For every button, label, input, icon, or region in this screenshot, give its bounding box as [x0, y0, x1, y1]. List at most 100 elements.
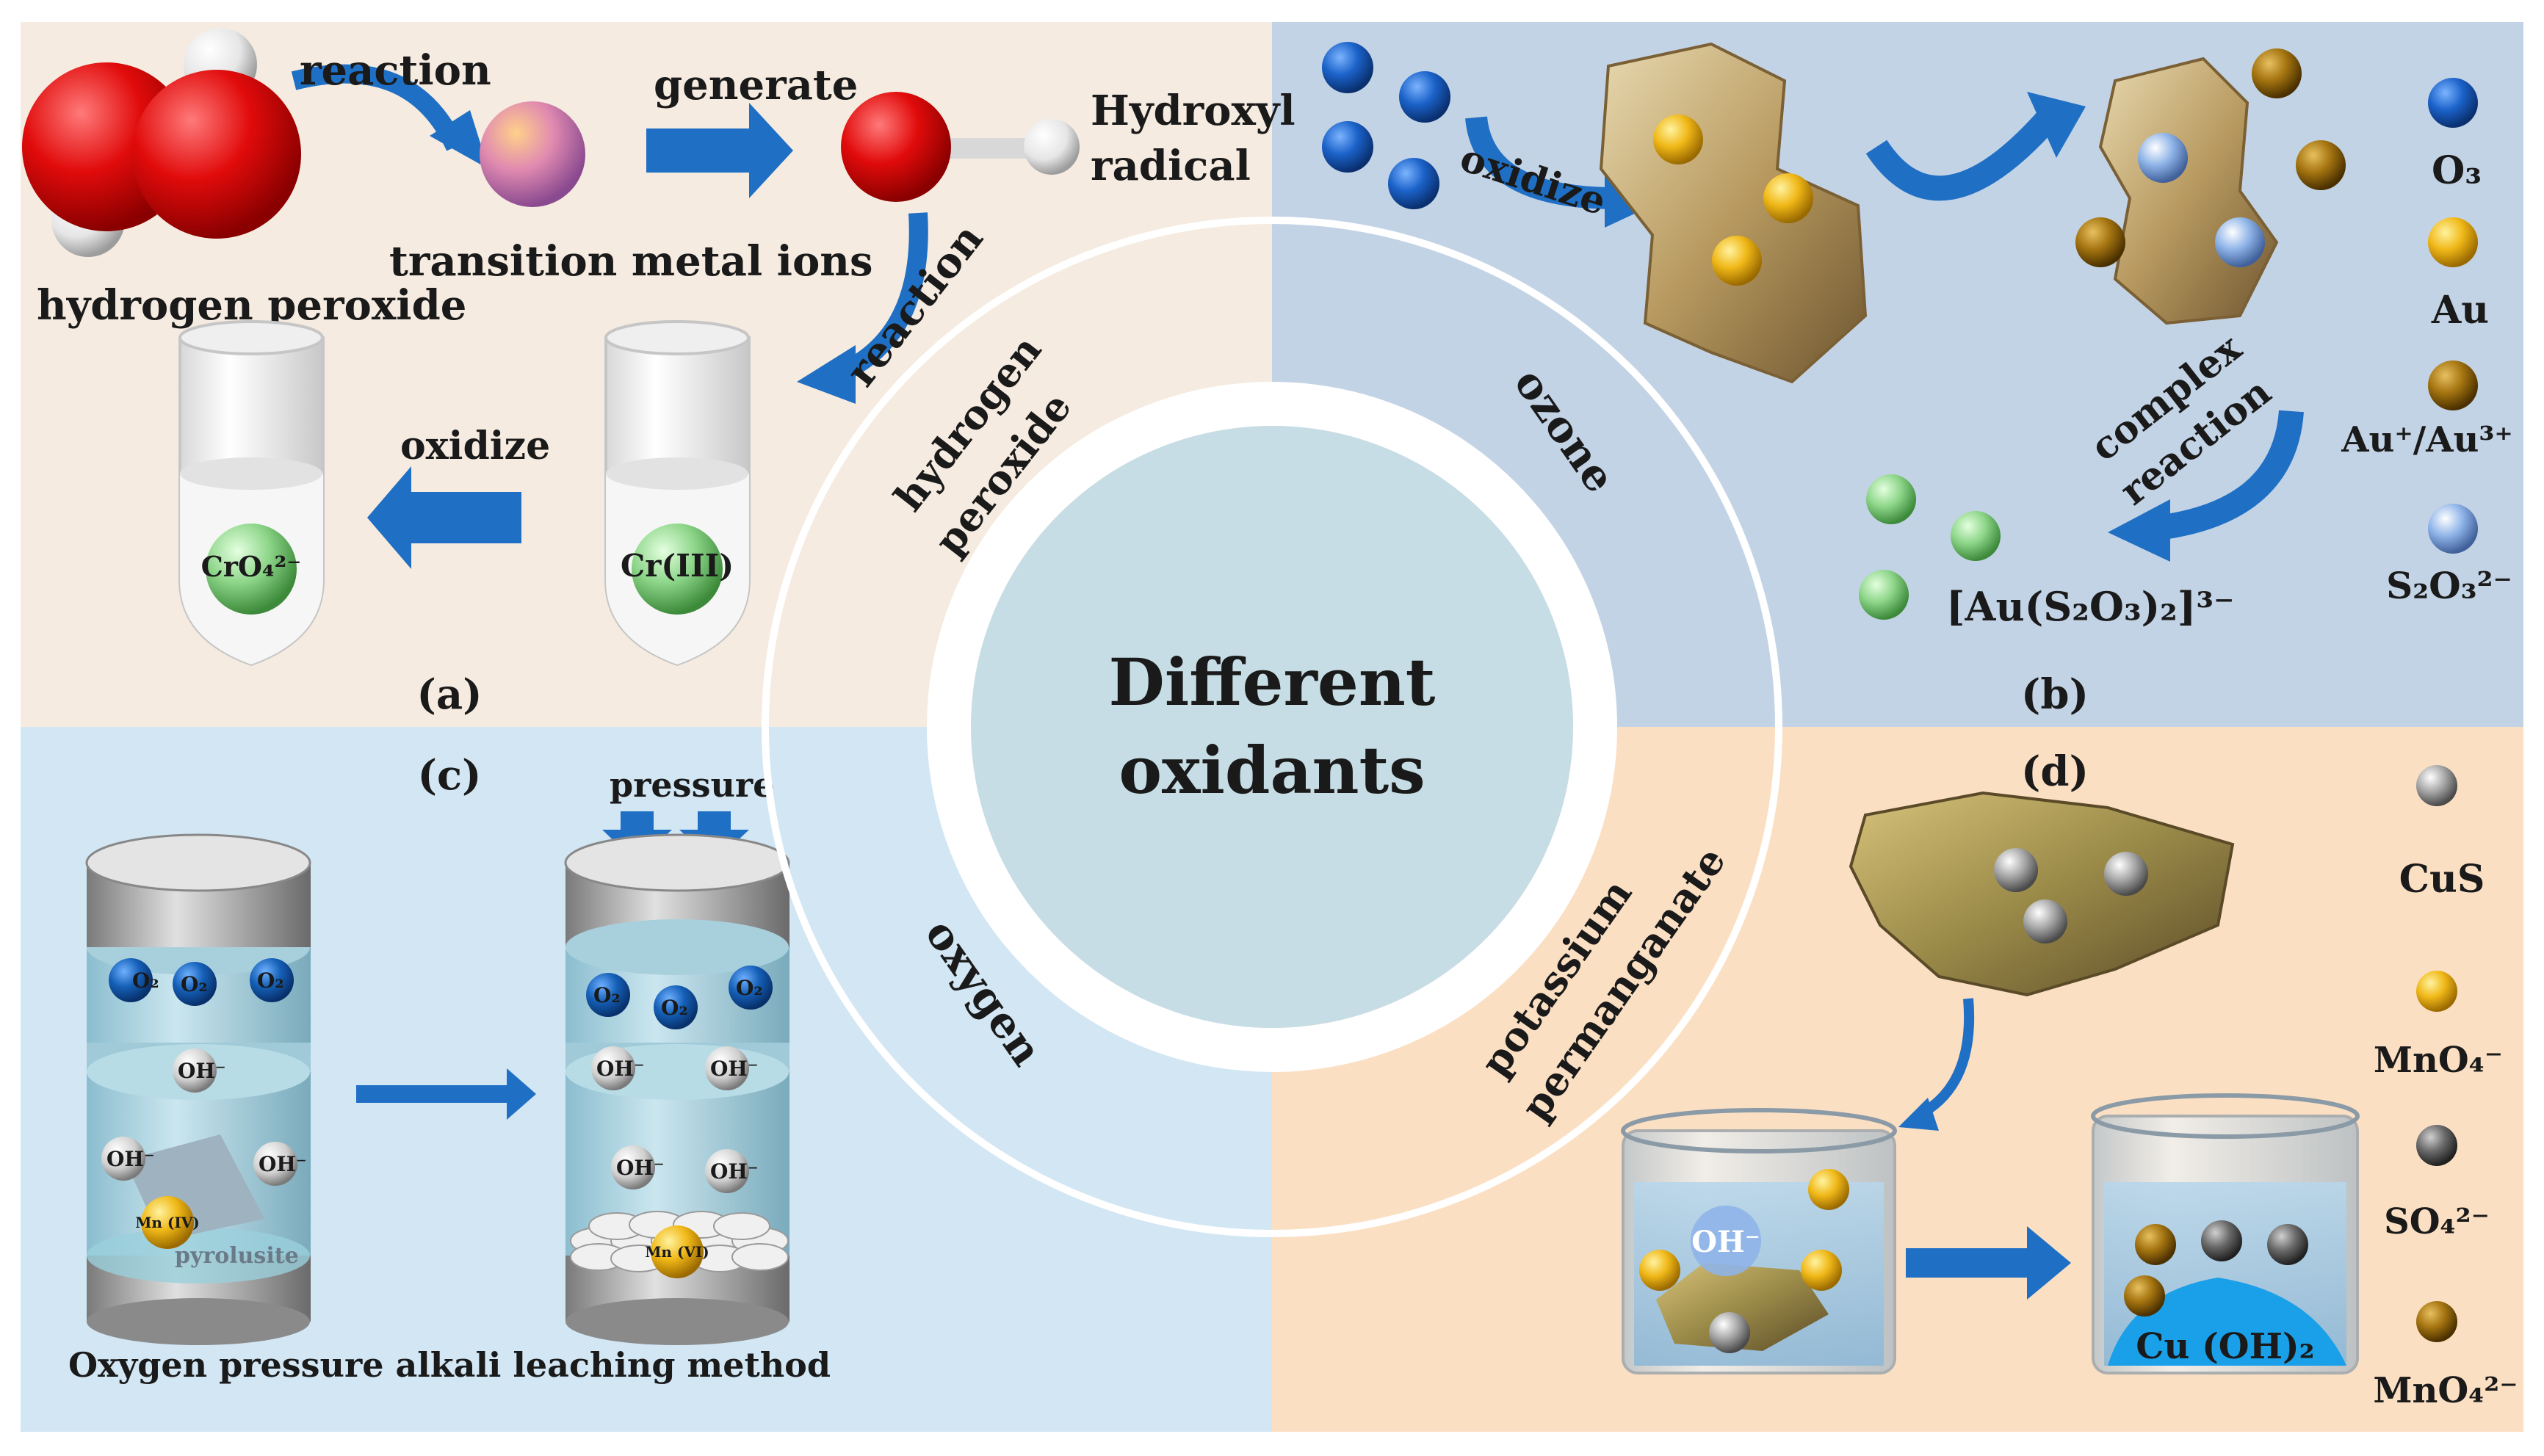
legend-cus-label: CuS [2399, 857, 2485, 902]
legend-mno42-label: MnO₄²⁻ [2373, 1370, 2518, 1411]
au-ion-ball [2075, 217, 2125, 267]
mno4-ball [1801, 1250, 1842, 1291]
oh-label: OH⁻ [259, 1152, 307, 1176]
oxidize-arrow [367, 466, 521, 569]
panel-c: (c) O₂ O₂ O₂ OH⁻ OH⁻ OH⁻ Mn (I [68, 751, 831, 1385]
legend-mno4-ball [2416, 971, 2457, 1012]
drop-arrow-head [1898, 1098, 1939, 1131]
generate-label: generate [654, 61, 858, 109]
oxidize-label: oxidize [400, 424, 550, 468]
complex-formula: [Au(S₂O₃)₂]³⁻ [1946, 583, 2235, 630]
gold-ball [1712, 236, 1762, 286]
o2-ball [729, 966, 773, 1010]
oxidize-arrow-b [1465, 116, 1616, 209]
generate-arrow [646, 103, 793, 198]
mn4-ball [141, 1196, 194, 1249]
o2-ball [654, 985, 698, 1029]
oh-label: OH⁻ [178, 1059, 226, 1083]
cus-ball [2023, 899, 2067, 943]
o2-label: O₂ [593, 983, 621, 1007]
mno42-ball [2124, 1275, 2165, 1316]
legend-mno4-label: MnO₄⁻ [2374, 1040, 2503, 1081]
hydroxyl-label-2: radical [1091, 142, 1251, 190]
mn6-ball [651, 1225, 704, 1278]
oh-ball [1691, 1206, 1761, 1276]
complex-ball [1951, 511, 2001, 561]
pressure-label: pressure [610, 765, 774, 805]
legend-o3-ball [2428, 78, 2478, 128]
mno4-ball [1808, 1169, 1849, 1210]
legend-cus-ball [2416, 765, 2457, 806]
mn6-label: Mn (VI) [645, 1243, 709, 1261]
legend-au-ion-ball [2428, 361, 2478, 410]
panel-a-label: (a) [416, 670, 482, 719]
ozone-ball [1322, 42, 1373, 93]
oh-ball [253, 1142, 297, 1186]
oh-label-d: OH⁻ [1691, 1225, 1760, 1259]
complex-reaction-arrow [2150, 410, 2304, 541]
gold-ball [1653, 115, 1703, 164]
thiosulfate-ball [2215, 217, 2265, 267]
cus-ore-rock [1849, 791, 2235, 997]
o2-label: O₂ [132, 968, 159, 993]
reaction-arrow [291, 64, 464, 151]
legend-so4-label: SO₄²⁻ [2384, 1201, 2490, 1242]
product-label: Cu (OH)₂ [2136, 1326, 2314, 1367]
transform-arrow-head [2027, 92, 2086, 158]
legend-au-ball [2428, 217, 2478, 267]
process-arrow [356, 1068, 536, 1120]
so4-ball [2267, 1224, 2308, 1265]
thiosulfate-ball [2138, 133, 2188, 183]
cro4-label: CrO₄²⁻ [201, 550, 302, 583]
legend-o3-label: O₃ [2432, 148, 2482, 193]
center-title-1: Different [1109, 644, 1436, 720]
o2-label: O₂ [257, 968, 284, 993]
panel-c-caption: Oxygen pressure alkali leaching method [68, 1345, 831, 1385]
hydrogen-peroxide-molecule [22, 28, 301, 257]
oh-label: OH⁻ [710, 1057, 759, 1081]
legend-s2o3-label: S₂O₃²⁻ [2386, 564, 2512, 607]
legend-au-ion-label: Au⁺/Au³⁺ [2341, 419, 2513, 460]
test-tube-cro4 [178, 320, 325, 667]
legend-so4-ball [2416, 1125, 2457, 1166]
oh-ball [611, 1145, 655, 1189]
legend-s2o3-ball [2428, 504, 2478, 554]
center-disc [971, 426, 1573, 1028]
oh-ball [101, 1137, 145, 1181]
cus-ball [1709, 1312, 1750, 1353]
pyrolusite-label: pyrolusite [175, 1243, 299, 1269]
complex-ball [1859, 570, 1909, 620]
legend-au-label: Au [2431, 288, 2489, 333]
panel-b: oxidize complex reaction [Au(S₂O₃)₂]³⁻ O… [1322, 42, 2513, 719]
transition-metal-ions-label: transition metal ions [389, 237, 873, 286]
transition-metal-ion [480, 101, 585, 207]
gold-ball [1763, 173, 1813, 223]
oh-ball [705, 1149, 749, 1193]
complex-ball [1866, 474, 1916, 524]
oh-ball [705, 1046, 749, 1090]
reaction-arrow-2-head [797, 345, 856, 404]
o2-ball [250, 958, 294, 1002]
ozone-ball [1388, 158, 1439, 209]
mno42-ball [2135, 1224, 2176, 1265]
legend-mno42-ball [2416, 1301, 2457, 1342]
oh-ball [173, 1048, 217, 1093]
panel-d-label: (d) [2021, 747, 2089, 796]
cus-ball [2104, 852, 2148, 896]
o2-ball [173, 962, 217, 1006]
oh-label: OH⁻ [710, 1159, 759, 1184]
complex-reaction-arrow-head [2108, 499, 2170, 562]
ozone-ball [1399, 71, 1450, 123]
reaction-arrow-head [430, 110, 488, 169]
hydroxyl-label-1: Hydroxyl [1091, 87, 1296, 135]
so4-ball [2201, 1220, 2242, 1261]
oh-label: OH⁻ [596, 1057, 645, 1081]
transform-arrow [1865, 109, 2059, 201]
center-title-2: oxidants [1119, 732, 1425, 808]
o2-ball [109, 958, 153, 1002]
mn4-label: Mn (IV) [135, 1214, 199, 1231]
reaction-arrow-2 [833, 212, 928, 383]
test-tube-cr3 [604, 320, 751, 667]
process-arrow-d [1906, 1226, 2071, 1300]
